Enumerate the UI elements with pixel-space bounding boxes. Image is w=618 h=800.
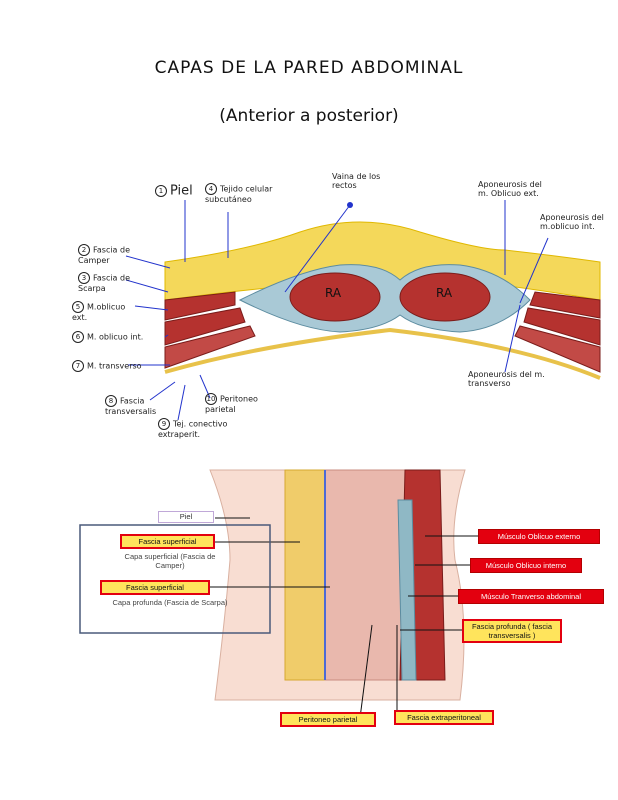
label-musculo-transverso: Músculo Tranverso abdominal [458,589,604,604]
label-peritoneo-parietal: Peritoneo parietal [280,712,376,727]
label-piel-text: Piel [170,183,193,199]
label-peritoneo-number: 10 [205,393,217,405]
label-piel-number: 1 [155,185,167,197]
label-m-transverso-text: M. transverso [87,361,142,371]
label-fascia-superficial-1: Fascia superficial [120,534,215,549]
label-m-obl-int-text: M. oblicuo int. [87,332,144,342]
label-fascia-transversalis-text: Fascia transversalis [105,396,157,416]
label-camper-number: 2 [78,244,90,256]
label-apo-ext: Aponeurosis del m. Oblicuo ext. [478,180,542,198]
page-subtitle: (Anterior a posterior) [219,106,399,126]
label-piel-box: Piel [158,511,214,523]
label-capa-superficial: Capa superficial (Fascia de Camper) [124,552,216,570]
label-apo-transverso: Aponeurosis del m. transverso [468,370,545,388]
label-scarpa-text: Fascia de Scarpa [78,273,131,293]
label-tejido-number: 4 [205,183,217,195]
label-musculo-oblicuo-externo: Músculo Oblicuo externo [478,529,600,544]
label-m-obl-ext-text: M.oblicuo ext. [72,302,126,322]
label-tej-conectivo-text: Tej. conectivo extraperit. [158,419,228,439]
label-fascia-transversalis-number: 8 [105,395,117,407]
label-scarpa-number: 3 [78,272,90,284]
page-title: CAPAS DE LA PARED ABDOMINAL [154,58,464,78]
label-fascia-superficial-2: Fascia superficial [100,580,210,595]
ra-label-right: RA [436,286,453,300]
label-fascia-extraperitoneal: Fascia extraperitoneal [394,710,494,725]
label-capa-profunda: Capa profunda (Fascia de Scarpa) [112,598,228,607]
label-m-obl-int-number: 6 [72,331,84,343]
label-fascia-profunda: Fascia profunda ( fascia transversalis ) [462,619,562,643]
label-musculo-oblicuo-interno: Músculo Oblicuo interno [470,558,582,573]
label-apo-int: Aponeurosis del m.oblicuo int. [540,213,604,231]
ra-label-left: RA [325,286,342,300]
label-peritoneo-text: Peritoneo parietal [205,394,258,414]
label-tej-conectivo-number: 9 [158,418,170,430]
label-m-transverso-number: 7 [72,360,84,372]
label-camper-text: Fascia de Camper [78,245,131,265]
label-m-obl-ext-number: 5 [72,301,84,313]
label-vaina: Vaina de los rectos [332,172,381,190]
label-tejido-text: Tejido celular subcutáneo [205,184,273,204]
